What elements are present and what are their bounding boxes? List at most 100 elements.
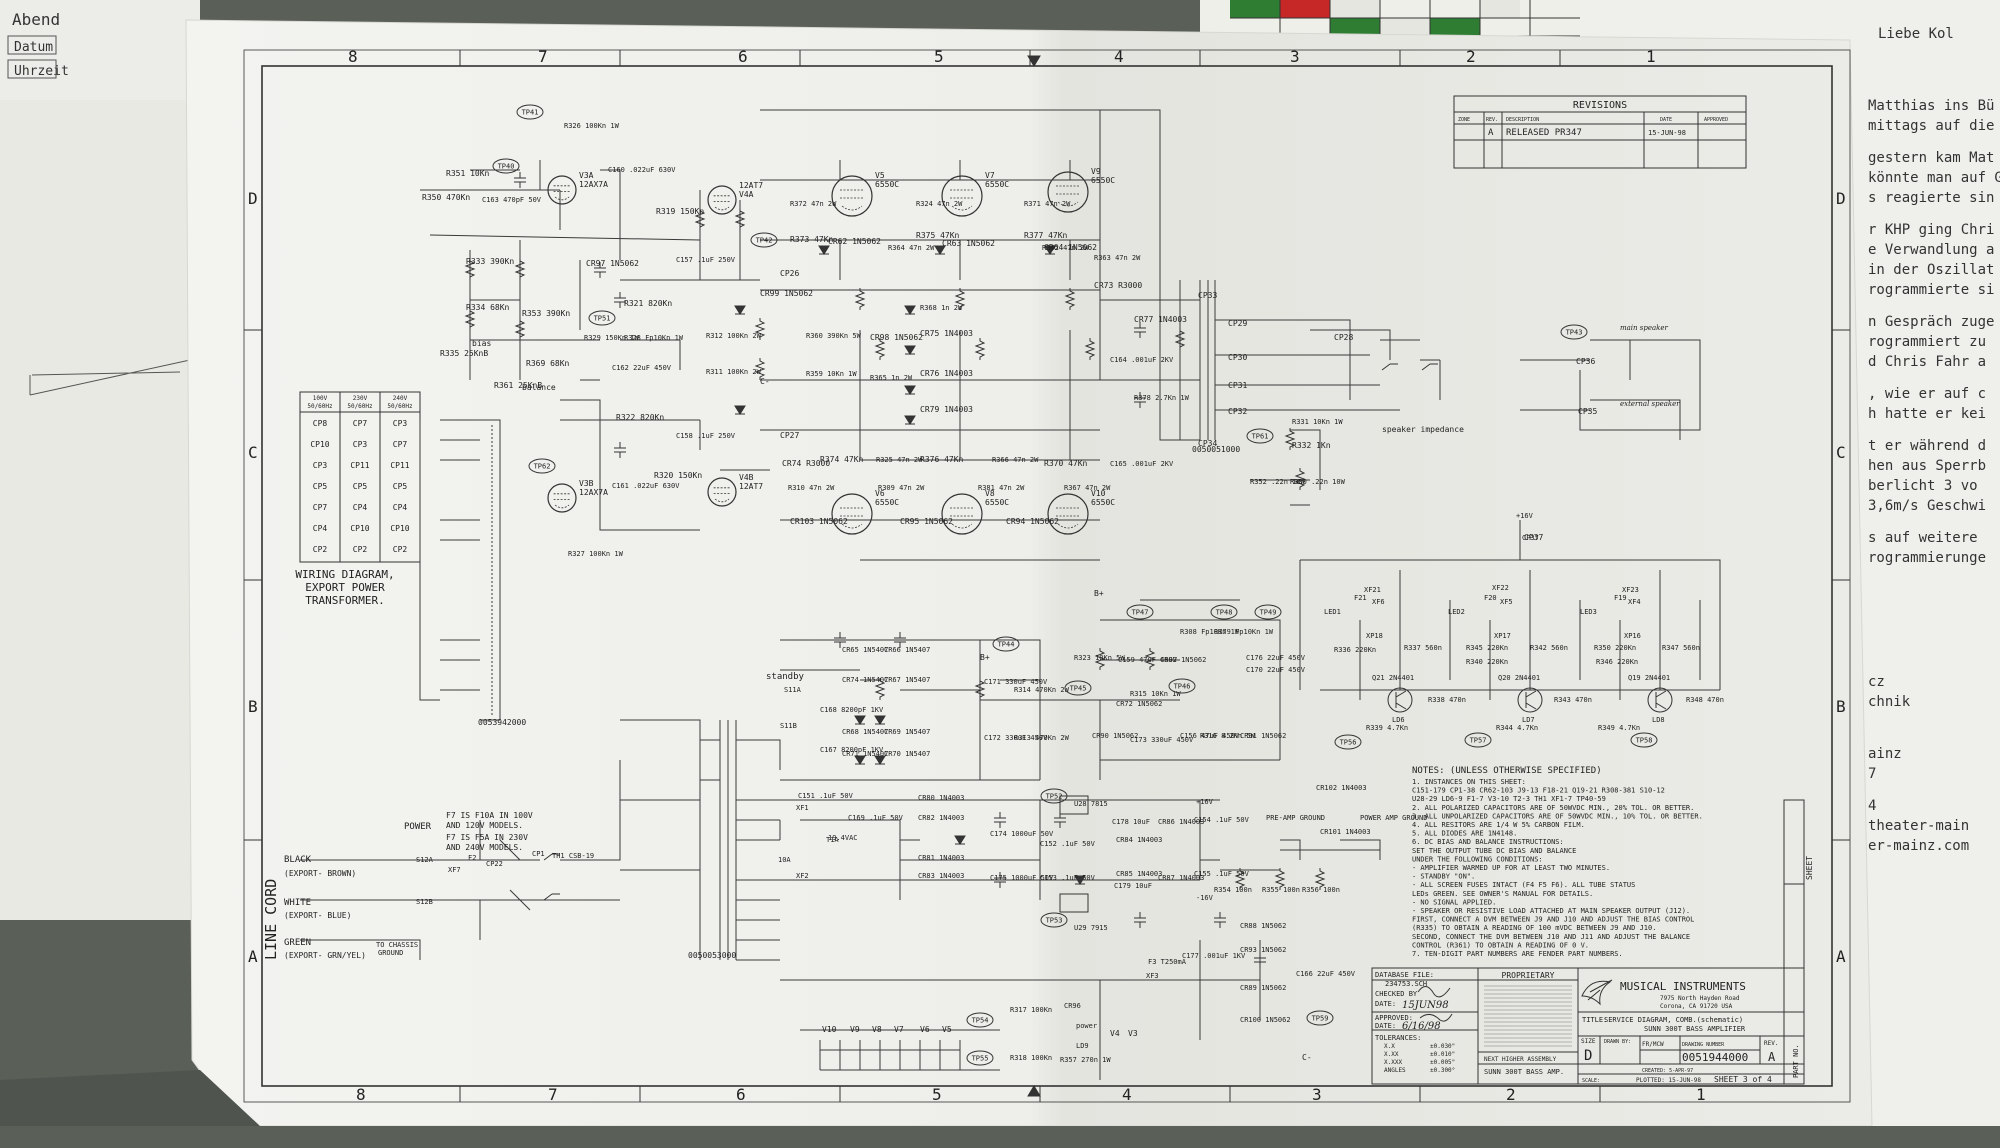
component-label: R331 10Kn 1W xyxy=(1292,418,1343,426)
power-supply-label: CR89 1N5062 xyxy=(1240,984,1286,992)
power-supply-label: CR93 1N5062 xyxy=(1240,946,1286,954)
diode-symbol xyxy=(874,715,886,725)
tube-v4b-elements xyxy=(713,487,731,503)
led-section-label: Q20 2N4401 xyxy=(1498,674,1540,682)
letter-line: 3,6m/s Geschwi xyxy=(1868,498,1987,514)
power-supply-label: C172 330uF 450V xyxy=(984,734,1048,742)
tube-v8-envelope xyxy=(941,493,983,535)
regulator-symbol xyxy=(1059,893,1089,913)
tube-v3a-envelope xyxy=(547,175,577,205)
right-row-label: B xyxy=(1836,697,1846,716)
fender-logo xyxy=(1581,979,1613,1006)
power-supply-label: U28 7815 xyxy=(1074,800,1108,808)
power-supply-label: CR80 1N4003 xyxy=(918,794,964,802)
component-label: CR99 1N5062 xyxy=(760,289,813,298)
letter-line: e Verwandlung a xyxy=(1868,242,1995,258)
resistor-symbol xyxy=(464,308,476,330)
rev-row-date: 15-JUN-98 xyxy=(1648,129,1686,137)
part-number-t2-bottom: 0050053000 xyxy=(688,951,736,960)
approved-date: 6/16/98 xyxy=(1402,1021,1441,1032)
resistor-symbol xyxy=(854,288,866,310)
connector-cp32: CP32 xyxy=(1228,407,1247,416)
component-label: R361 25KnB xyxy=(494,381,542,390)
resistor-symbol xyxy=(1234,868,1246,890)
tolerances-label: TOLERANCES: xyxy=(1375,1034,1421,1042)
led-section-label: XP17 xyxy=(1494,632,1511,640)
letter-line: rogrammiert zu xyxy=(1868,334,1987,350)
top-column-label: 1 xyxy=(1646,47,1656,66)
component-label: R363 47n 2W xyxy=(1094,254,1141,262)
letter-line: rogrammierunge xyxy=(1868,550,1987,566)
power-supply-label: R314 470Kn 2W xyxy=(1014,686,1070,694)
tube-v7-type: 6550C xyxy=(985,180,1009,189)
component-label: R352 .22n 10W xyxy=(1250,478,1306,486)
transistor-leads xyxy=(1525,690,1537,710)
connector-cp30: CP30 xyxy=(1228,353,1247,362)
rail-label: B+ xyxy=(1094,589,1104,598)
diode-symbol xyxy=(954,835,966,845)
capacitor-symbol xyxy=(1054,812,1066,828)
table-cell: CP7 xyxy=(313,503,328,512)
power-supply-label: CR71 1N5407 xyxy=(842,750,888,758)
table-cell: CP3 xyxy=(313,461,328,470)
line-cord-label: LINE CORD xyxy=(262,879,280,960)
power-supply-label: CR92 1N5062 xyxy=(1160,656,1206,664)
fuse-note-2a: F7 IS F5A IN 230V xyxy=(446,833,528,842)
heater-label: V3 xyxy=(1128,1029,1138,1038)
diode-symbol xyxy=(874,755,886,765)
diode-symbol xyxy=(734,405,746,415)
tube-v4a-label: 12AT7 xyxy=(739,181,763,190)
tube-v4a-elements xyxy=(713,195,731,211)
component-label: C164 .001uF 2KV xyxy=(1110,356,1174,364)
led-section-label: LD6 xyxy=(1392,716,1405,724)
table-cell: CP3 xyxy=(353,440,368,449)
right-row-label: A xyxy=(1836,947,1846,966)
power-supply-label: R379 Fp10Kn 1W xyxy=(1214,628,1274,636)
ground-label: GROUND xyxy=(378,949,403,957)
proprietary-label: PROPRIETARY xyxy=(1502,971,1555,980)
component-label: CR74 R3000 xyxy=(782,459,830,468)
drawn-by-label: DRAWN BY: xyxy=(1604,1039,1631,1045)
component-label: R362 47n 2W xyxy=(1042,244,1089,252)
led-section-label: CP37 xyxy=(1522,534,1539,542)
component-label: R327 100Kn 1W xyxy=(568,550,624,558)
connector-cp27: CP27 xyxy=(780,431,799,440)
power-supply-label: LD9 xyxy=(1076,1042,1089,1050)
power-supply-label: CR102 1N4003 xyxy=(1316,784,1367,792)
connector-cp31: CP31 xyxy=(1228,381,1247,390)
sheet-number: SHEET 3 of 4 xyxy=(1714,1075,1772,1084)
note-line: SET THE OUTPUT TUBE DC BIAS AND BALANCE xyxy=(1412,847,1576,855)
component-label: R377 47Kn xyxy=(1024,231,1068,240)
table-cell: CP2 xyxy=(353,545,368,554)
component-label: R325 47n 2W xyxy=(876,456,923,464)
component-label: R335 25KnB xyxy=(440,349,488,358)
top-column-label: 2 xyxy=(1466,47,1476,66)
table-header: 50/60Hz xyxy=(347,403,373,410)
note-line: - ALL SCREEN FUSES INTACT (F4 F5 F6). AL… xyxy=(1412,881,1635,889)
supply-rail-label: 19.4VAC xyxy=(828,834,858,842)
component-label: C157 .1uF 250V xyxy=(676,256,736,264)
connector-cp37: CP37 xyxy=(1524,533,1543,542)
diode-symbol xyxy=(904,345,916,355)
power-supply-label: C159 47uF 450V xyxy=(1118,656,1178,664)
resistor-symbol xyxy=(954,288,966,310)
supply-rail-label: power xyxy=(1076,1022,1097,1030)
resistor-symbol xyxy=(974,678,986,700)
led-section-label: R344 4.7Kn xyxy=(1496,724,1538,732)
letter-line: könnte man auf G xyxy=(1868,170,2000,186)
component-label: R312 100Kn 2W xyxy=(706,332,762,340)
led-section-label: R343 470n xyxy=(1554,696,1592,704)
rev-header-date: DATE xyxy=(1660,117,1672,123)
resistor-symbol xyxy=(734,208,746,230)
rail-label: C- xyxy=(1302,1053,1312,1062)
resistor-symbol xyxy=(694,208,706,230)
checked-by-label: CHECKED BY xyxy=(1375,990,1418,998)
part-number-t3: 0050051000 xyxy=(1192,445,1240,454)
drawing-frame xyxy=(243,49,1851,1103)
power-supply-label: R323 10Kn 5W xyxy=(1074,654,1125,662)
supply-rail-label: -16V xyxy=(1196,894,1214,902)
power-supply-label: CR101 1N4003 xyxy=(1320,828,1371,836)
tube-v3b-type: 12AX7A xyxy=(579,488,608,497)
letter-line: theater-main xyxy=(1868,818,1970,834)
